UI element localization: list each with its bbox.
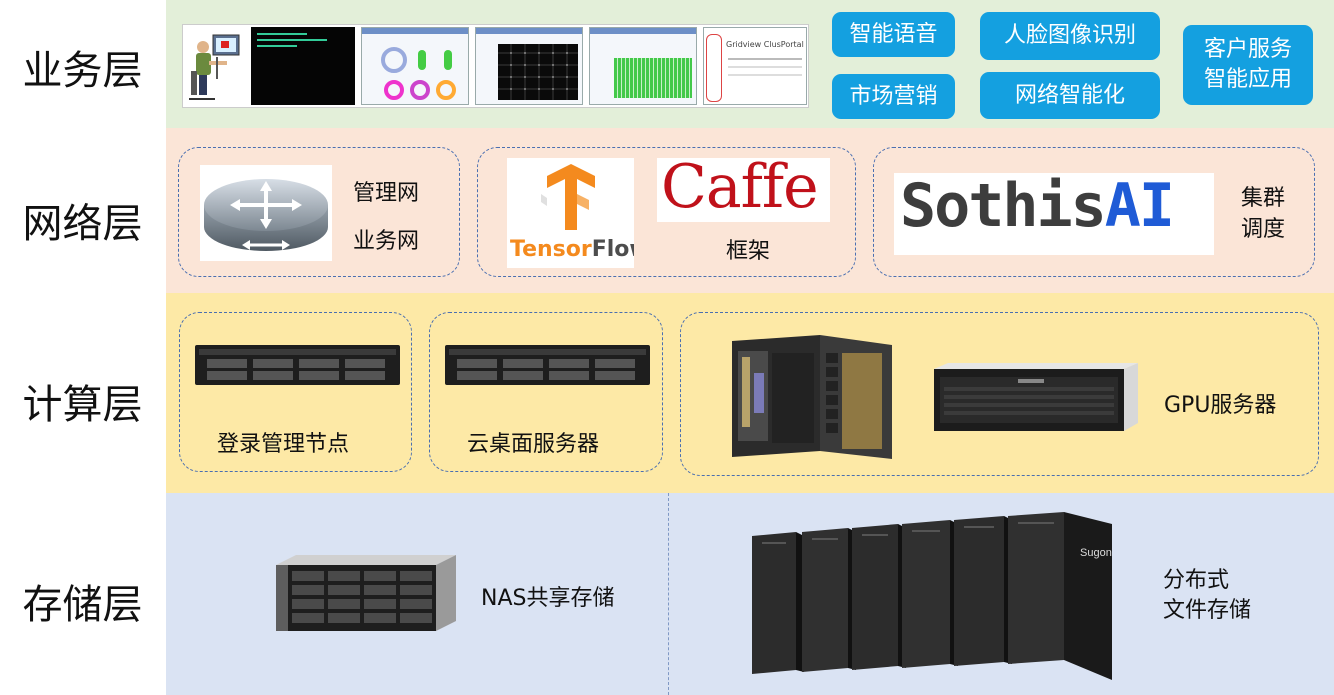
business-layer-label: 业务层 xyxy=(22,48,143,94)
terminal-screenshot xyxy=(251,27,355,105)
compute-group-cloud-desktop xyxy=(429,312,663,472)
network-group-framework xyxy=(477,147,856,277)
cloud-desktop-label: 云桌面服务器 xyxy=(467,432,600,457)
app-pill-customer-service: 客户服务 智能应用 xyxy=(1183,25,1313,105)
gpu-tower-server-icon xyxy=(732,335,892,459)
rack-server-icon xyxy=(195,345,400,385)
portal-title: Gridview ClusPortal xyxy=(726,40,804,49)
node-grid-screenshot xyxy=(475,27,583,105)
network-group-scheduling xyxy=(873,147,1315,277)
storage-layer-label: 存储层 xyxy=(22,582,143,628)
network-layer-label: 网络层 xyxy=(22,201,143,247)
caffe-logo: Caffe xyxy=(657,158,830,222)
sothis-text-suffix: AI xyxy=(1104,173,1175,241)
app-pill-network-intelligence: 网络智能化 xyxy=(980,72,1160,119)
app-pill-voice: 智能语音 xyxy=(832,12,955,57)
network-group-router xyxy=(178,147,460,277)
business-network-label: 业务网 xyxy=(353,229,420,254)
monitoring-dashboard-screenshot xyxy=(361,27,469,105)
router-icon xyxy=(200,165,332,261)
storage-divider xyxy=(668,493,669,695)
caffe-text: Caffe xyxy=(661,158,819,222)
compute-group-gpu xyxy=(680,312,1319,476)
app-pill-face-recognition: 人脸图像识别 xyxy=(980,12,1160,60)
login-node-label: 登录管理节点 xyxy=(217,432,350,457)
rack-brand-text: Sugon xyxy=(1080,547,1112,559)
user-workstation-icon xyxy=(189,34,240,100)
clusportal-screenshot: Gridview ClusPortal xyxy=(703,27,807,105)
compute-group-login xyxy=(179,312,412,472)
compute-layer-label: 计算层 xyxy=(22,382,143,428)
distributed-storage-label: 分布式 文件存储 xyxy=(1163,568,1252,623)
nas-storage-icon xyxy=(276,555,456,631)
sothis-text-prefix: Sothis xyxy=(900,173,1107,241)
tensorflow-text-suffix: Flow xyxy=(591,237,634,262)
gpu-server-label: GPU服务器 xyxy=(1164,393,1277,418)
tensorflow-text-prefix: Tensor xyxy=(510,237,592,262)
app-pill-marketing: 市场营销 xyxy=(832,74,955,119)
tensorflow-logo: TensorFlow xyxy=(507,158,634,268)
nas-storage-label: NAS共享存储 xyxy=(481,586,615,611)
gpu-rack-server-icon xyxy=(934,363,1138,431)
framework-label: 框架 xyxy=(726,239,771,264)
sothisai-logo: SothisAI xyxy=(894,173,1214,255)
cloud-desktop-server-icon xyxy=(445,345,650,385)
business-screenshots-strip: Gridview ClusPortal xyxy=(182,24,809,108)
usage-bars-screenshot xyxy=(589,27,697,105)
distributed-storage-racks-icon: Sugon xyxy=(752,512,1112,680)
management-network-label: 管理网 xyxy=(353,181,420,206)
cluster-scheduling-label: 集群 调度 xyxy=(1241,186,1286,242)
